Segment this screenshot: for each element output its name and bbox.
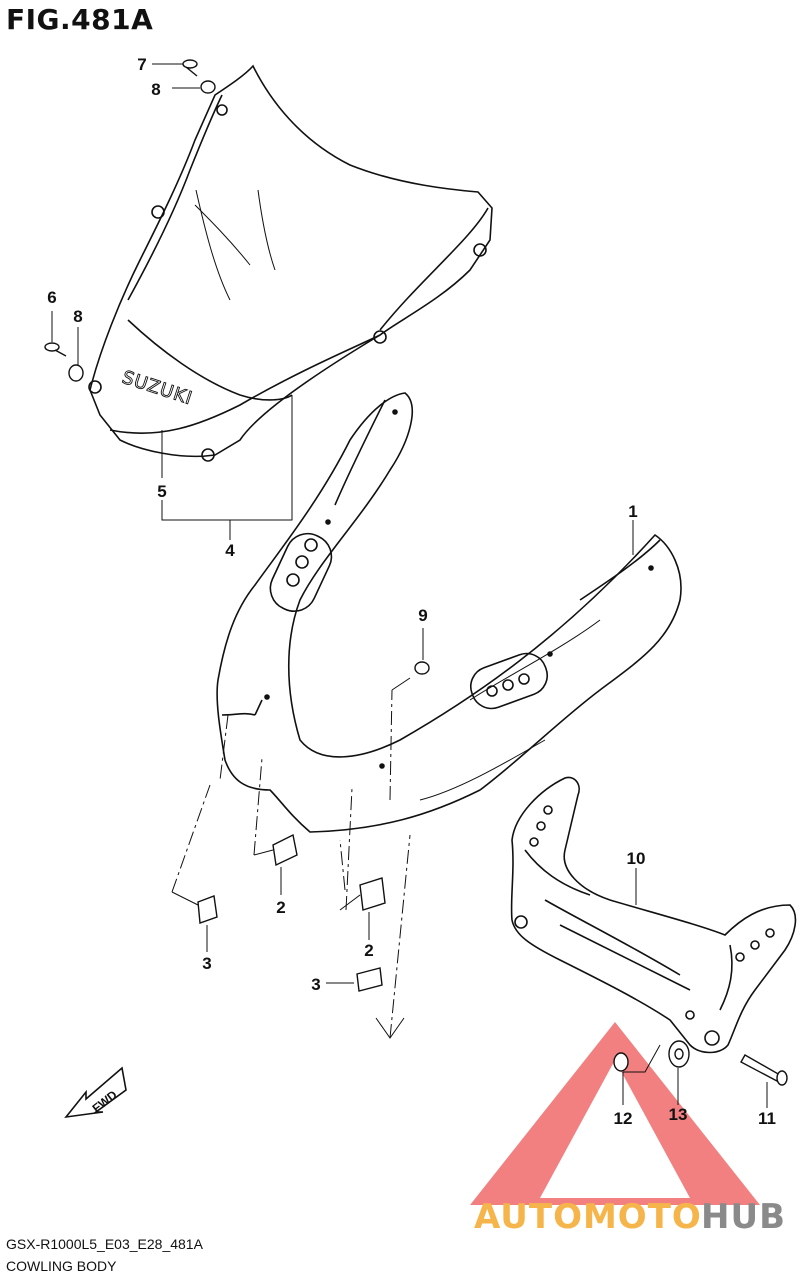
small-hardware [44,59,788,1086]
callout-8: 8 [151,80,160,99]
callout-lines [51,63,768,1108]
windscreen-brand-label: SUZUKI [119,367,195,410]
forward-direction-arrow: FWD [64,1066,127,1119]
callout-6: 6 [47,288,56,307]
callout-9: 9 [418,606,427,625]
watermark-text-hub: HUB [701,1197,786,1237]
callout-3: 3 [202,954,211,973]
callout-12: 12 [614,1109,633,1128]
figure-code: GSX-R1000L5_E03_E28_481A [6,1236,203,1252]
callout-2: 2 [364,941,373,960]
watermark-logo-triangle [470,1022,760,1205]
callout-1: 1 [628,502,637,521]
callout-2: 2 [276,898,285,917]
watermark-text-automoto: AUTOMOTO [474,1197,702,1237]
cowling-bracket [510,776,797,1054]
watermark-text: AUTOMOTO HUB [474,1197,786,1237]
callout-7: 7 [137,55,146,74]
assembly-leader-lines [171,689,411,1039]
upper-cowling [216,392,682,833]
callout-13: 13 [669,1105,688,1124]
callout-11: 11 [758,1109,776,1128]
callout-8: 8 [73,307,82,326]
callout-3: 3 [311,975,320,994]
figure-title: FIG.481A [6,3,154,36]
figure-name: COWLING BODY [6,1258,117,1274]
windscreen [88,64,493,462]
callout-numbers: 1 2 2 3 3 4 5 6 7 8 8 9 10 11 12 13 [47,55,776,1128]
callout-4: 4 [225,541,235,560]
callout-10: 10 [627,849,646,868]
callout-5: 5 [157,482,166,501]
